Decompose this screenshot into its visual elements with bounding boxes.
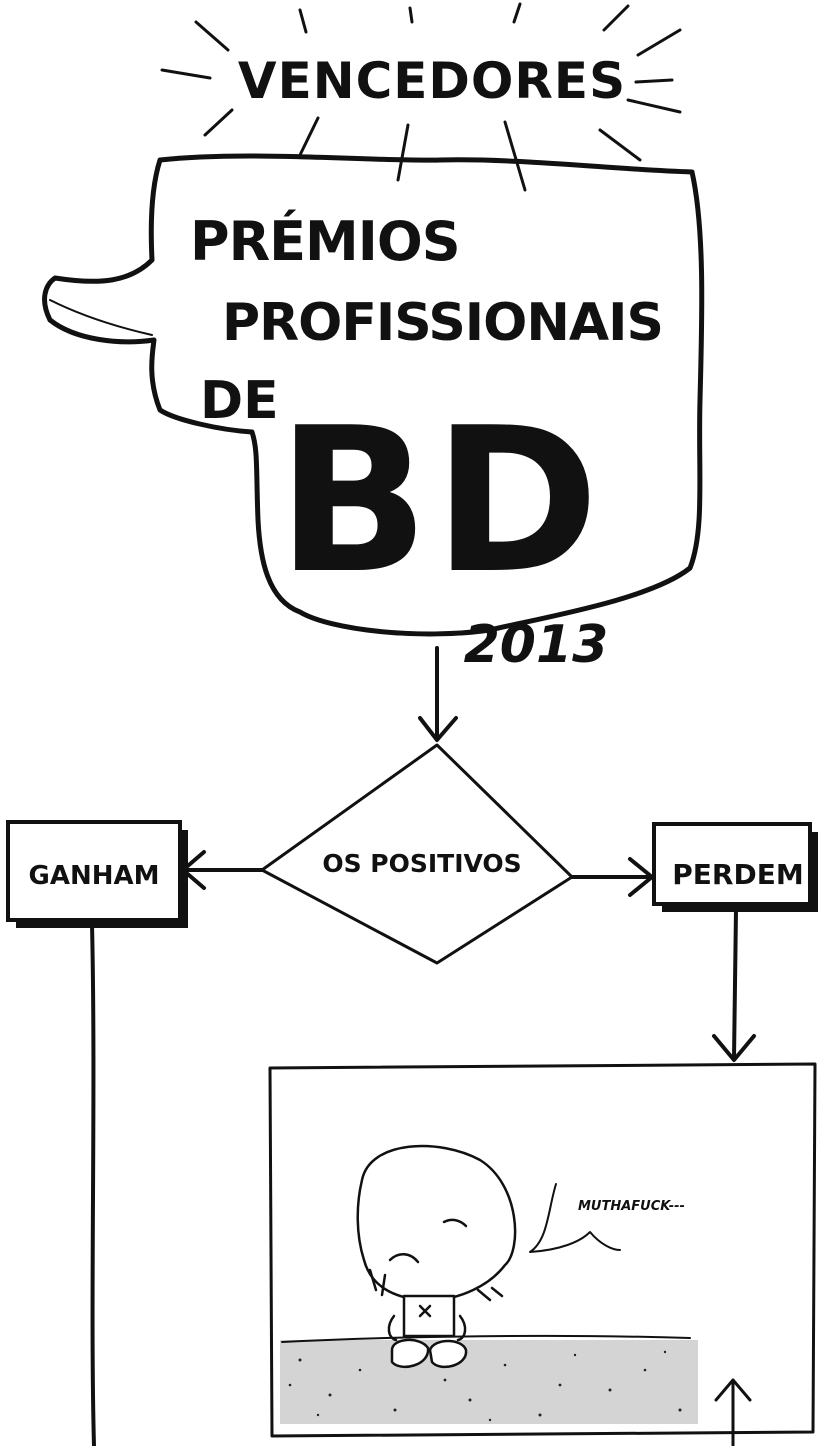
- ganham-label: GANHAM: [29, 861, 160, 891]
- bubble-line-de: DE: [200, 371, 279, 431]
- arrow-to-ganham: [181, 850, 264, 890]
- panel-speech-tail: [529, 1183, 621, 1253]
- ganham-line: [90, 922, 96, 1448]
- bubble-line-premios: PRÉMIOS: [190, 210, 460, 273]
- title-vencedores: VENCEDORES: [238, 52, 626, 110]
- sad-character: [356, 1144, 517, 1369]
- bubble-year: 2013: [464, 615, 609, 675]
- panel-speech: MUTHAFUCK---: [578, 1199, 685, 1214]
- arrow-to-panel: [712, 908, 756, 1062]
- perdem-box: [652, 822, 818, 912]
- bubble-line-profissionais: PROFISSIONAIS: [222, 293, 663, 353]
- arrow-up-bottom: [714, 1378, 752, 1448]
- panel-ground: [280, 1340, 698, 1424]
- perdem-label: PERDEM: [672, 858, 803, 891]
- arrow-to-perdem: [570, 857, 654, 897]
- decision-label: OS POSITIVOS: [322, 849, 521, 878]
- comic-panel: [268, 1062, 817, 1438]
- arrow-to-decision: [418, 646, 458, 742]
- ganham-box: [6, 820, 188, 928]
- speech-bubble: [42, 153, 705, 637]
- bubble-big-bd: BD: [277, 385, 603, 618]
- decision-diamond: [260, 743, 574, 965]
- burst-rays: [160, 2, 682, 192]
